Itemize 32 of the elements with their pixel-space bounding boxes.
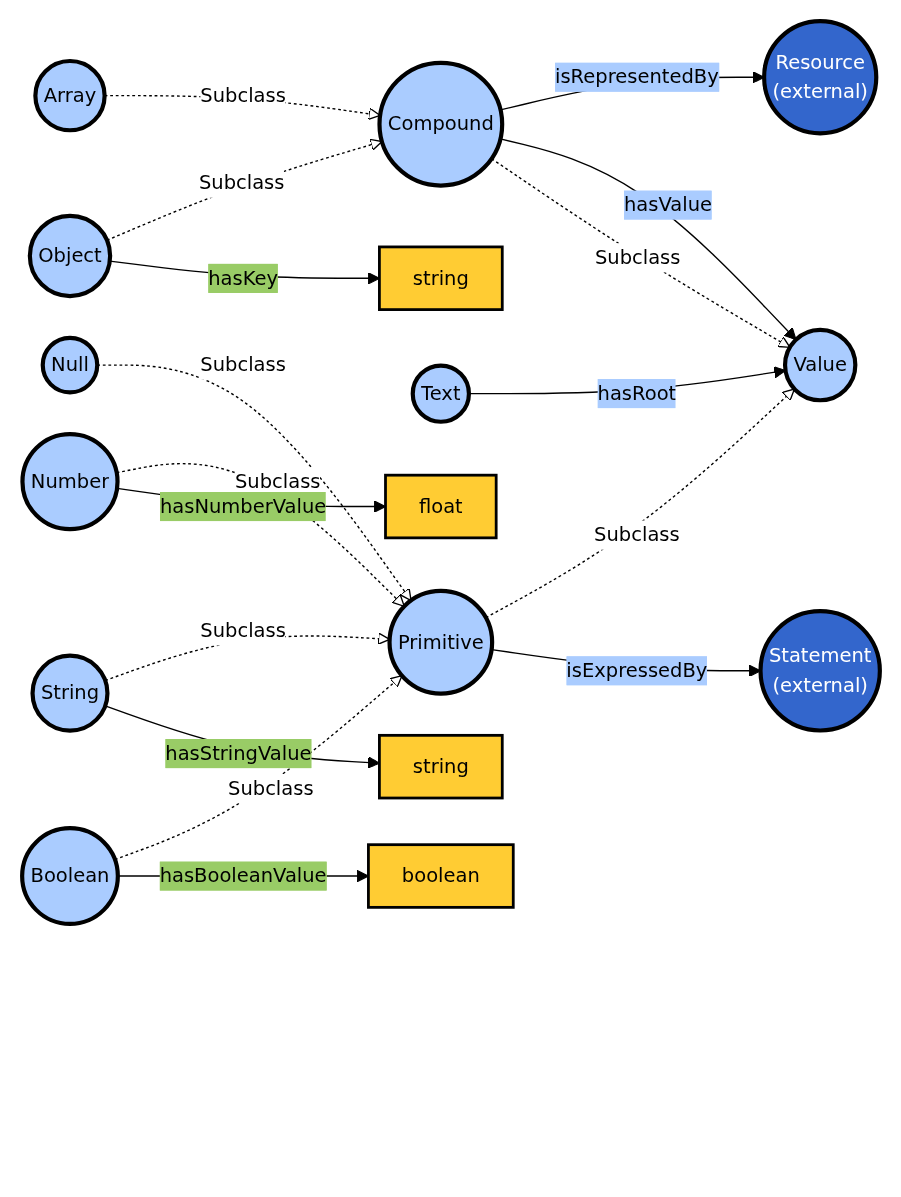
node-circle: Statement (external) [757,609,882,733]
node-circle: Null [40,335,99,395]
edge-label: Subclass [199,353,286,376]
edge-label: hasStringValue [164,741,312,765]
node-circle: Boolean [19,826,120,926]
edge-label: Subclass [199,83,286,107]
edge-label: Subclass [234,470,320,493]
edge-label: hasBooleanValue [159,864,327,887]
node-box: boolean [366,843,515,909]
edge-label: hasNumberValue [159,494,326,517]
node-circle: Primitive [386,588,494,696]
edge-label: Subclass [198,171,284,194]
node-circle: Resource (external) [761,19,878,136]
node-circle: String [29,653,110,733]
node-box: float [383,473,498,540]
edge-label: hasValue [623,193,712,216]
node-box: string [377,733,504,800]
node-circle: Object [27,213,112,299]
node-circle: Compound [376,60,504,188]
edge-label: hasKey [207,266,278,289]
node-circle: Number [19,432,120,532]
node-circle: Array [32,58,107,133]
node-circle: Text [410,363,471,424]
node-box: string [377,245,504,311]
edge-label: Subclass [199,619,286,642]
edge-label: isRepresentedBy [554,65,719,88]
edge-label: Subclass [593,523,680,546]
edge-label: isExpressedBy [565,658,707,682]
edge-label: Subclass [594,246,680,269]
edge-label: Subclass [227,776,314,800]
edge-label: hasRoot [597,381,676,405]
node-circle: Value [782,327,857,403]
